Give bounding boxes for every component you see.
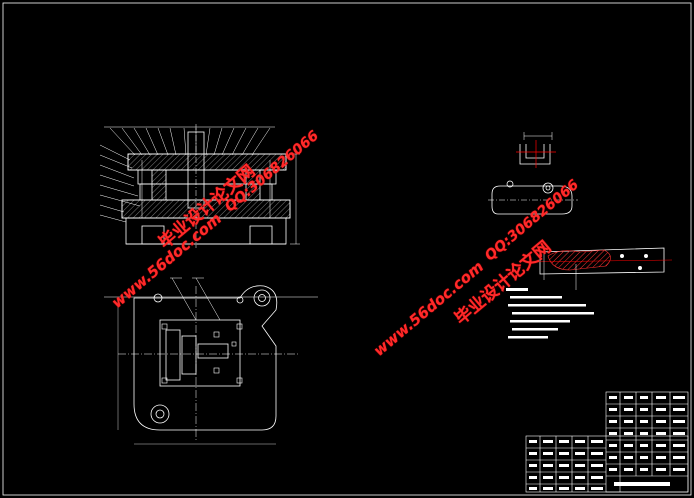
part-detail-view [488,132,673,290]
leader-lines-top [104,126,275,156]
plan-view [104,277,318,445]
title-block [525,391,689,493]
technical-requirements [506,288,594,339]
bolt-holes [161,323,243,384]
front-section-view [99,124,300,248]
leader-lines-left [99,144,141,223]
title-block-text [529,396,685,490]
